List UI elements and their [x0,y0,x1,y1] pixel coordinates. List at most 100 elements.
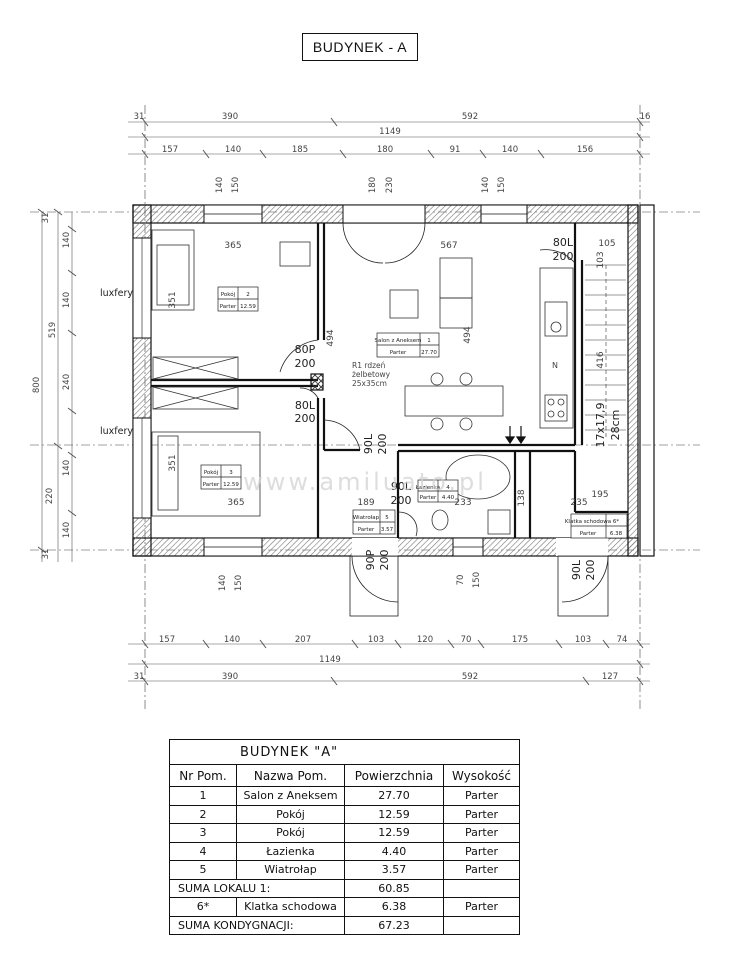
tag-3-name: Pokój [204,469,219,476]
dim-left-8: 31 [41,549,51,560]
stairs [585,264,626,440]
cell-area: 12.59 [344,823,444,843]
cell-level: Parter [443,841,520,861]
column-note-1: R1 rdzeń [352,361,386,370]
room-dim-494-right: 494 [463,326,473,343]
luxfery-label-top: luxfery [100,288,133,299]
dim-bot-r3-4: 127 [602,672,618,682]
door-5-code: 90P [364,549,377,570]
dim-bot-2: 140 [224,635,240,645]
dim-bot-r3-3: 592 [462,672,478,682]
opening-top-3-h: 150 [497,177,507,193]
dim-left-outer: 800 [32,377,42,393]
dim-top-3: 592 [462,112,478,122]
sum-lokal-empty [443,878,520,898]
dim-bot-r3-1: 31 [134,672,145,682]
tag-3-no: 3 [229,470,233,476]
door-3-code: 90L [362,433,375,454]
room-dim-365-top: 365 [224,241,241,251]
dim-left-6: 220 [45,488,55,504]
room-tag-frames [200,286,628,539]
opening-bot-1-h: 150 [234,575,244,591]
cell-no: 4 [169,841,237,861]
door-7-code: 80L [553,236,574,249]
cell-name: Pokój [236,804,345,824]
table-row: 3 Pokój 12.59 Parter [169,823,520,843]
stairs-tread: 28cm [609,410,622,441]
dim-top-r3-4: 180 [377,145,393,155]
tag-5-level: Parter [358,527,375,533]
dim-bot-8: 103 [575,635,591,645]
tag-4-name: Łazienka [415,485,440,491]
drawing-title: BUDYNEK - A [302,33,418,61]
dim-top-r3-1: 157 [162,145,178,155]
opening-top-1-w: 140 [215,177,225,193]
dim-bot-7: 175 [512,635,528,645]
room-dim-494-left: 494 [326,329,336,346]
tag-5-name: Wiatrołap [353,515,380,521]
cell-name: Klatka schodowa [236,897,345,917]
room-dim-103: 103 [596,251,606,268]
north-mark: N [552,361,558,370]
opening-top-3-w: 140 [481,177,491,193]
door-5-height: 200 [378,550,391,571]
door-1-code: 80P [295,343,316,356]
door-6-height: 200 [584,560,597,581]
dim-bot-9: 74 [617,635,628,645]
dim-top-4: 16 [640,112,651,122]
cell-area: 27.70 [344,786,444,806]
room-dim-105: 105 [598,239,615,249]
concrete-column [310,373,324,391]
schedule-header-level: Wysokość [443,764,520,787]
dim-top-r3-2: 140 [225,145,241,155]
tag-6-level: Parter [580,531,597,537]
tag-1-area: 27.70 [421,350,437,356]
furniture [151,229,511,535]
tag-5-no: 5 [385,515,389,521]
schedule-caption: BUDYNEK "A" [169,739,520,765]
vent-arrows [504,426,527,445]
outer-walls [132,204,655,557]
dim-left-1: 31 [41,213,51,224]
cell-no: 1 [169,786,237,806]
table-row: 6* Klatka schodowa 6.38 Parter [169,897,520,917]
dim-bot-r3-2: 390 [222,672,238,682]
opening-top-1-h: 150 [231,177,241,193]
cell-area: 3.57 [344,860,444,880]
dim-left-4: 240 [62,374,72,390]
cell-no: 5 [169,860,237,880]
cell-no: 6* [169,897,237,917]
door-2-height: 200 [295,412,316,425]
inner-walls [151,223,628,538]
opening-bot-1-w: 140 [218,575,228,591]
room-dim-235: 235 [570,498,587,508]
dim-top-total: 1149 [379,127,401,137]
stairs-steps: 17x17,9 [594,402,607,447]
door-7-height: 200 [553,250,574,263]
room-schedule-table: BUDYNEK "A" Nr Pom. Nazwa Pom. Powierzch… [169,739,520,935]
tag-1-no: 1 [427,338,431,344]
sum-kondygnacji-label: SUMA KONDYGNACJI: [169,915,345,935]
table-row: 1 Salon z Aneksem 27.70 Parter [169,786,520,806]
tag-6-area: 6.38 [610,531,623,537]
sum-row-lokal: SUMA LOKALU 1: 60.85 [169,878,520,898]
dim-bot-5: 120 [417,635,433,645]
table-row: 2 Pokój 12.59 Parter [169,804,520,824]
column-note-3: 25x35cm [352,379,387,388]
door-1-height: 200 [295,357,316,370]
room-dim-351-bottom: 351 [168,454,178,471]
sum-row-kondygnacji: SUMA KONDYGNACJI: 67.23 [169,915,520,935]
dim-bot-4: 103 [368,635,384,645]
sum-lokal-label: SUMA LOKALU 1: [169,878,345,898]
dim-top-r3-5: 91 [450,145,461,155]
column-note-2: żelbetowy [352,370,391,379]
room-dim-416: 416 [596,351,606,368]
room-dim-189: 189 [357,498,374,508]
room-dim-365-bottom: 365 [227,498,244,508]
schedule-header-name: Nazwa Pom. [236,764,345,787]
sum-lokal-value: 60.85 [344,878,444,898]
opening-top-2-h: 230 [385,177,395,193]
cell-no: 2 [169,804,237,824]
dim-bot-6: 70 [461,635,472,645]
sum-kondygnacji-value: 67.23 [344,915,444,935]
